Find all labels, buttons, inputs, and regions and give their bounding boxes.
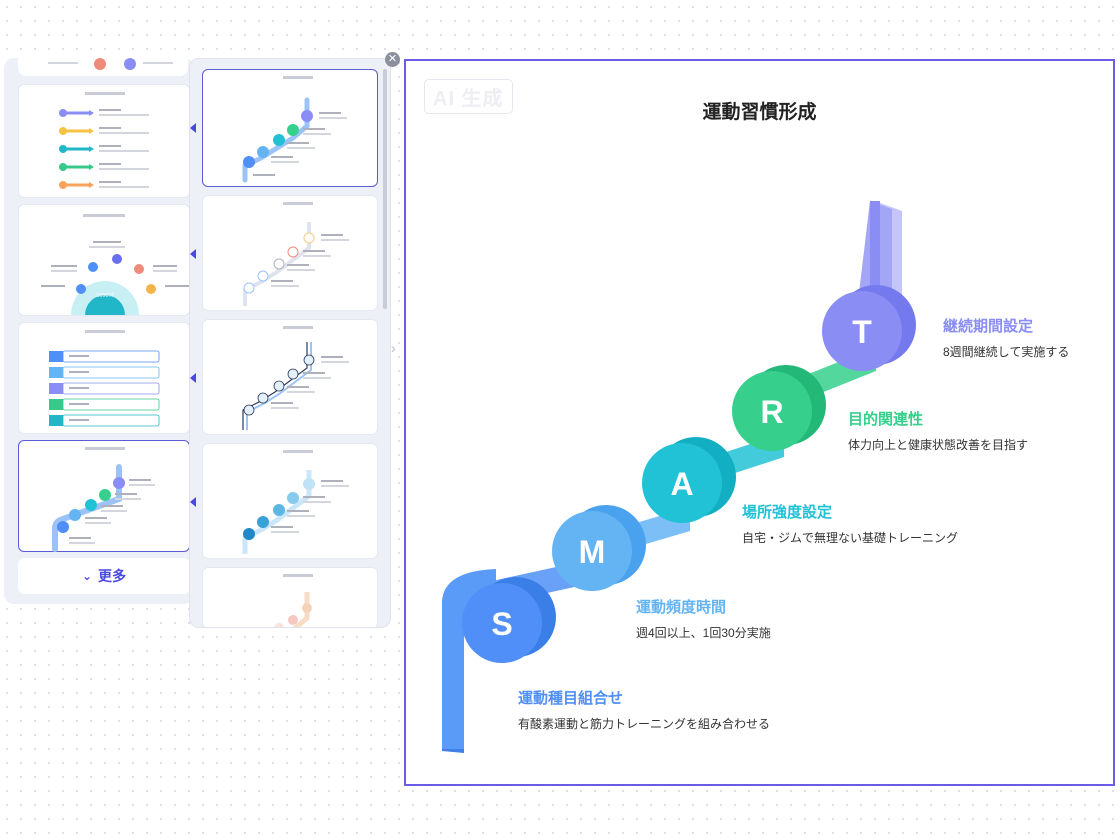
step-s-circle (462, 583, 542, 663)
arrows-thumbnail (59, 92, 149, 189)
variant-card-outline-warm[interactable] (202, 195, 378, 311)
step-t-desc: 8週間継続して実施する (943, 345, 1070, 359)
step-a-title: 場所強度設定 (742, 504, 833, 521)
template-variant-panel (189, 58, 391, 628)
variant-outline-blue-thumbnail (242, 326, 349, 430)
pointer-arrow-icon (190, 373, 196, 383)
chevron-right-icon[interactable]: › (391, 340, 396, 356)
variant-card-outline-blue[interactable] (202, 319, 378, 435)
chevron-down-icon: ⌄ (81, 569, 93, 583)
blocks-thumbnail (49, 330, 160, 427)
pointer-arrow-icon (190, 497, 196, 507)
category-card-partial[interactable] (18, 58, 188, 76)
variant-outline-warm-thumbnail (243, 202, 349, 306)
category-card-arc[interactable]: SMART (18, 204, 190, 316)
step-s-letter: S (491, 606, 512, 642)
step-t-title: 継続期間設定 (943, 318, 1034, 335)
category-card-arrows[interactable] (18, 84, 190, 198)
variant-card-color[interactable] (202, 69, 378, 187)
step-a-circle (642, 443, 722, 523)
step-r-desc: 体力向上と健康状態改善を目指す (848, 438, 1029, 452)
more-button[interactable]: ⌄ 更多 (18, 558, 190, 594)
variant-scrollbar[interactable] (383, 69, 387, 309)
step-a-letter: A (670, 466, 693, 502)
pointer-arrow-icon (190, 123, 196, 133)
variant-card-peach[interactable] (202, 567, 378, 627)
variant-card-blue-gradient[interactable] (202, 443, 378, 559)
step-t-letter: T (852, 314, 872, 350)
diagram-canvas[interactable]: AI 生成 運動習慣形成 S M A R (404, 59, 1115, 786)
partial-thumbnail (48, 58, 173, 70)
pointer-arrow-icon (190, 249, 196, 259)
staircase-thumbnail (52, 447, 155, 552)
smart-staircase-diagram: S M A R T (442, 201, 916, 753)
variant-peach-thumbnail (274, 574, 313, 627)
ai-generated-badge: AI 生成 (424, 79, 513, 114)
close-icon[interactable]: ✕ (385, 52, 400, 67)
variant-color-thumbnail (242, 76, 347, 183)
template-category-panel: SMART (4, 58, 194, 604)
step-s-desc: 有酸素運動と筋力トレーニングを組み合わせる (518, 717, 771, 731)
step-t-circle (822, 291, 902, 371)
smart-label: SMART (96, 293, 113, 299)
step-r-title: 目的関連性 (848, 411, 924, 428)
category-card-blocks[interactable] (18, 322, 190, 434)
step-r-circle (732, 371, 812, 451)
step-s-title: 運動種目組合せ (518, 690, 624, 707)
step-m-title: 運動頻度時間 (636, 599, 727, 616)
step-m-letter: M (579, 534, 606, 570)
more-label: 更多 (98, 568, 127, 584)
step-r-letter: R (760, 394, 783, 430)
variant-blue-gradient-thumbnail (242, 450, 349, 554)
step-m-desc: 週4回以上、1回30分実施 (636, 626, 771, 640)
arc-thumbnail: SMART (41, 214, 189, 315)
category-card-staircase[interactable] (18, 440, 190, 552)
step-m-circle (552, 511, 632, 591)
step-a-desc: 自宅・ジムで無理ない基礎トレーニング (742, 531, 959, 545)
diagram-title: 運動習慣形成 (702, 102, 817, 123)
